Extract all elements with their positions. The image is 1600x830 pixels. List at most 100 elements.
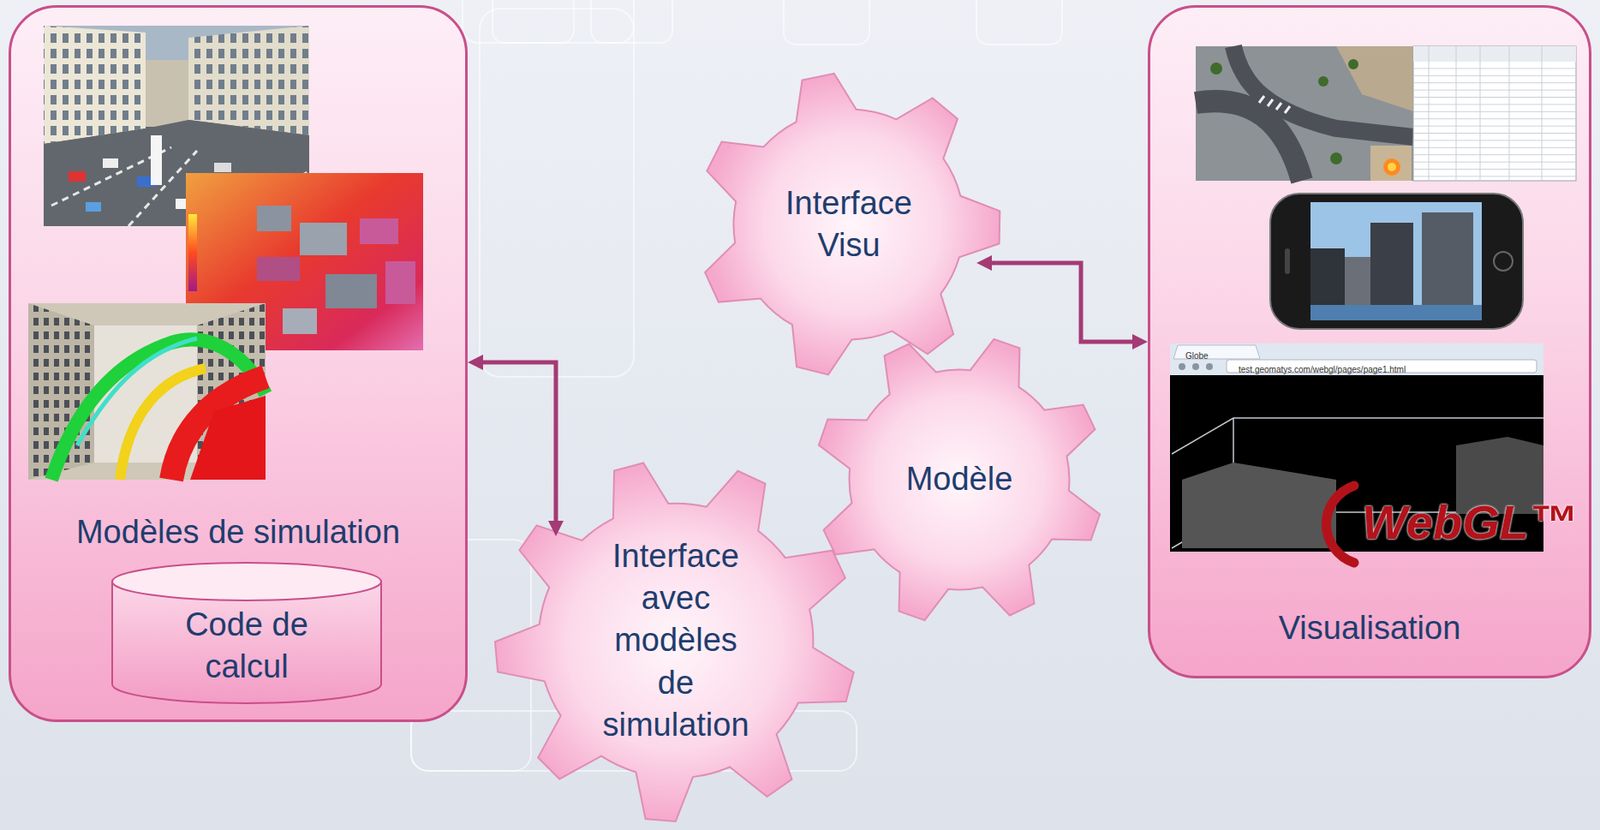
label-anchor: WebGL™ (1361, 498, 1577, 547)
illustration-part (479, 8, 634, 377)
connector-arrow (474, 362, 556, 530)
illustration-part (1413, 61, 1577, 181)
illustration-part (175, 198, 195, 209)
illustration-part (1233, 46, 1414, 138)
illustration-part (1370, 222, 1414, 321)
gear-shape: Modèle (811, 332, 1107, 627)
illustration-part (43, 25, 310, 227)
illustration-part (28, 303, 95, 480)
illustration-part (28, 303, 266, 480)
illustration-part (248, 184, 269, 196)
illustration-part (1370, 145, 1412, 181)
illustration-part (188, 214, 198, 292)
illustration-part (1344, 256, 1371, 321)
node-label: Modèles de simulation (11, 511, 466, 554)
illustration-part (299, 222, 347, 256)
illustration-part (1325, 485, 1355, 563)
node-label: Modèle (856, 458, 1063, 501)
cylinder-top (112, 562, 382, 601)
gear-shape: Interface avec modèles de simulation (492, 457, 860, 824)
label-anchor: test.geomatys.com/webgl/pages/page1.html (1238, 360, 1406, 377)
illustration-part (119, 368, 206, 480)
panel-box: Visualisation (1147, 5, 1592, 679)
illustration-part (1170, 343, 1544, 376)
illustration-part (1413, 46, 1577, 181)
illustration-part (783, 0, 870, 45)
node-label: Interface avec modèles de simulation (593, 535, 759, 747)
illustration-part (1310, 248, 1345, 321)
gear-body (704, 73, 1000, 376)
heatmap-screenshot (185, 173, 424, 351)
illustration-part (1195, 46, 1414, 181)
illustration-part (1428, 46, 1542, 181)
illustration-part (1259, 95, 1290, 114)
illustration-part (188, 25, 310, 136)
gear-body (495, 462, 854, 822)
node-label: Visualisation (1150, 607, 1589, 650)
illustration-part (1205, 363, 1213, 371)
illustration-part (197, 303, 266, 480)
illustration-part (1348, 59, 1359, 70)
illustration-part (1310, 304, 1482, 321)
illustration-part (256, 205, 292, 232)
node-label: Code de calcul (165, 603, 329, 689)
illustration-part (462, 0, 634, 43)
illustration-part (256, 256, 300, 281)
illustration-part (1413, 46, 1577, 62)
database-cylinder: Code de calcul (110, 561, 383, 705)
illustration-part (1318, 76, 1329, 87)
illustration-part (1284, 248, 1290, 275)
illustration-part (43, 25, 310, 60)
label-anchor: Globe (1185, 346, 1209, 363)
illustration-part (171, 376, 266, 480)
illustration-part (51, 339, 266, 480)
gear-outline (694, 70, 1003, 379)
illustration-part (1493, 251, 1513, 271)
illustration-part (185, 173, 424, 351)
illustration-part (51, 147, 310, 227)
illustration-part (145, 59, 189, 127)
illustration-part (1310, 202, 1482, 321)
illustration-part (188, 25, 310, 136)
illustration-part (102, 158, 119, 168)
logo-text: WebGL™ (1361, 495, 1577, 550)
illustration-part (976, 0, 1063, 45)
browser-tab-title: Globe (1185, 351, 1209, 361)
illustration-part (1182, 462, 1337, 549)
illustration-part (1330, 152, 1343, 165)
illustration-part (1270, 193, 1523, 329)
node-label: Interface Visu (763, 182, 935, 268)
illustration-part (1178, 363, 1186, 371)
illustration-part (1336, 46, 1414, 112)
scene-table-screenshot (1195, 46, 1577, 181)
illustration-part (197, 303, 266, 480)
illustration-part (1387, 162, 1397, 172)
illustration-part (77, 338, 198, 446)
illustration-part (43, 25, 146, 144)
illustration-part (492, 0, 574, 43)
illustration-part (385, 261, 416, 305)
illustration-part (282, 308, 317, 335)
illustration-part (43, 119, 310, 227)
connector-arrow (983, 262, 1141, 342)
illustration-part (85, 202, 102, 212)
airflow-screenshot (28, 303, 266, 480)
gear-shape: Interface Visu (694, 70, 1003, 379)
illustration-part (359, 218, 399, 245)
traffic-screenshot (43, 25, 310, 227)
gear-body (818, 339, 1100, 621)
illustration-part (150, 135, 162, 186)
illustration-part (68, 171, 86, 182)
illustration-part (1195, 101, 1302, 181)
illustration-part (94, 325, 198, 463)
panel-box: Modèles de simulationCode de calcul (8, 5, 468, 723)
browser-url: test.geomatys.com/webgl/pages/page1.html (1238, 364, 1406, 375)
phone-screenshot (1270, 193, 1523, 329)
illustration-part (43, 25, 146, 144)
illustration-part (137, 176, 156, 187)
illustration-part (1192, 363, 1200, 371)
illustration-part (325, 274, 377, 309)
illustration-part (28, 303, 95, 480)
